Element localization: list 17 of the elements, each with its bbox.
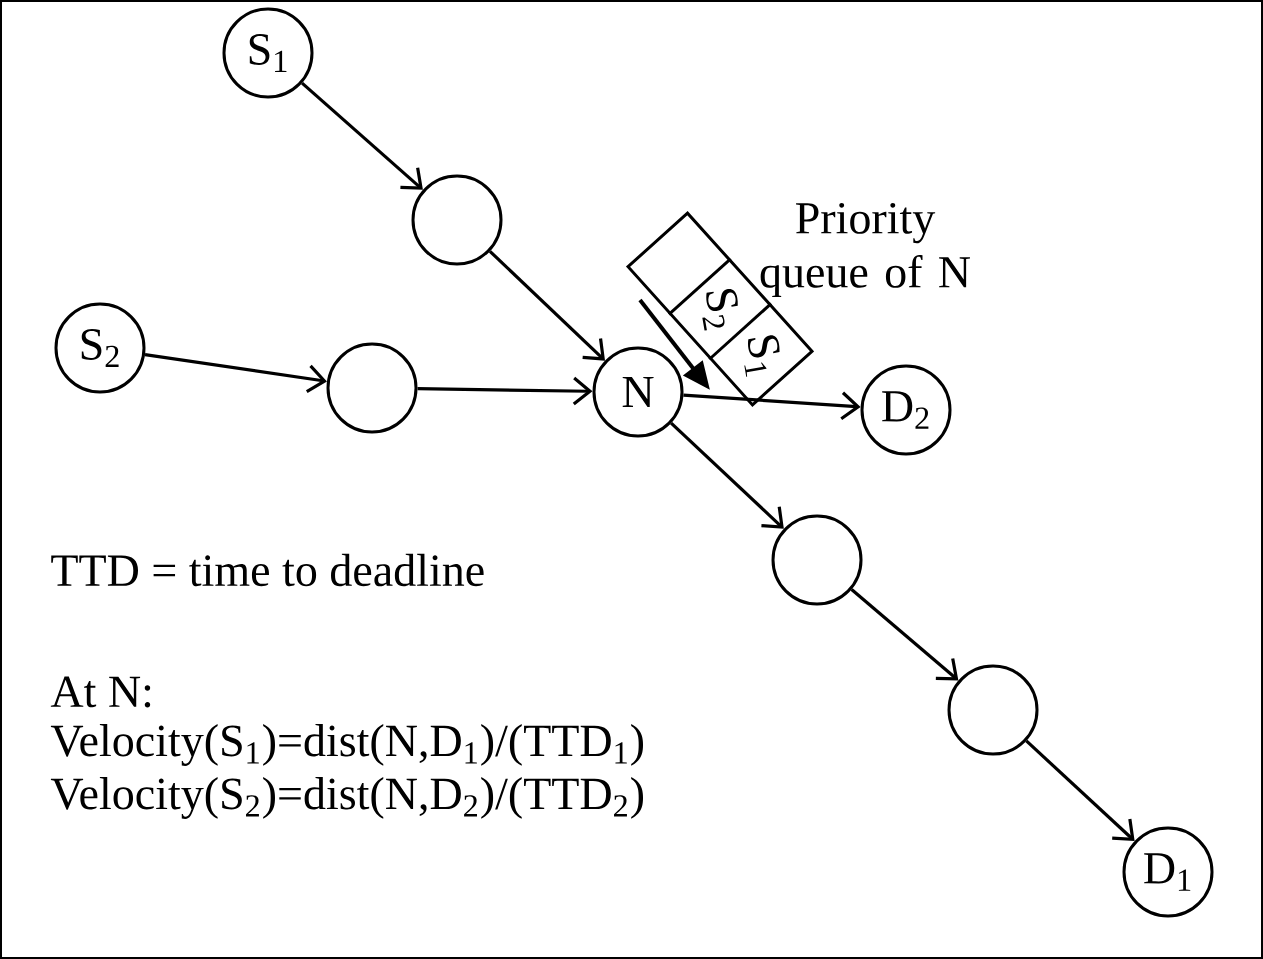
arrow [683,391,861,420]
note-text: Velocity(S$_{2}$)=dist(N,D$_{2}$)/(TTD$_{2}$) [50,777,643,819]
arrow [670,421,784,529]
note-text: Velocity(S$_{1}$)=dist(N,D$_{1}$)/(TTD$_{1}$) [50,724,643,766]
arrow [144,353,327,393]
arrow [488,250,605,361]
empty-circle [947,664,1039,756]
empty-circle [326,342,418,434]
arrow [1025,739,1135,842]
note-text: At N: [50,676,151,708]
node-label: Priority [796,202,936,244]
arrow [301,81,423,190]
note-text: TTD = time to deadline [51,553,484,587]
arrow [850,588,959,681]
arrow [417,376,593,406]
empty-circle [411,174,503,266]
empty-circle [771,514,863,606]
